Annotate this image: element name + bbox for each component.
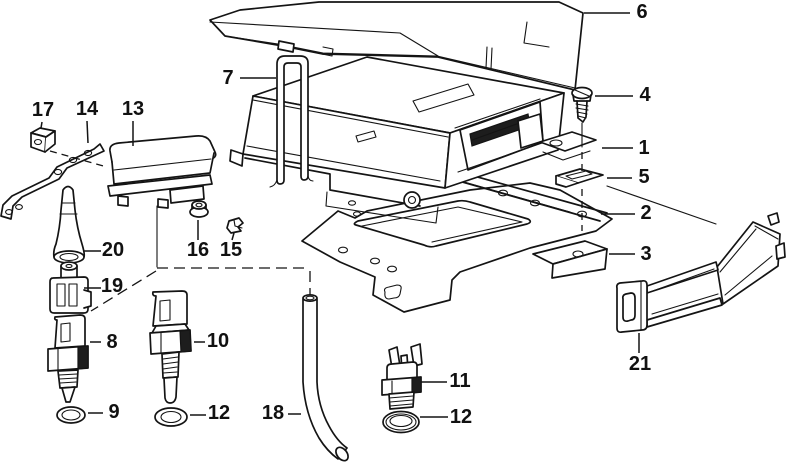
- part-label-1-bracket-holder: 1: [638, 137, 649, 159]
- part-label-9-sealing-washer: 9: [108, 401, 119, 423]
- retaining-clip-5-drawing: [555, 168, 604, 188]
- temperature-sensor-10-drawing: [149, 290, 192, 404]
- part-label-8-temperature-sensor: 8: [106, 331, 117, 353]
- part-label-20-rubber-boot: 20: [102, 239, 124, 261]
- sealing-ring-12-left-drawing: [154, 407, 188, 427]
- assembly-line-5-21: [606, 185, 717, 225]
- connector-plug-19-drawing: [49, 261, 92, 314]
- sealing-ring-12-right-drawing: [382, 410, 420, 434]
- retaining-clamp-7-drawing: [269, 55, 314, 188]
- clip-15-drawing: [226, 217, 244, 234]
- leader-line-17-clip-nut: [40, 121, 43, 129]
- part-label-12-sealing-ring: 12: [450, 406, 472, 428]
- screw-4-drawing: [571, 86, 593, 231]
- part-label-10-temperature-sensor: 10: [207, 330, 229, 352]
- part-label-3-angle-bracket: 3: [640, 243, 651, 265]
- temperature-sensor-8-drawing: [47, 314, 89, 403]
- cover-panel-6-drawing: [209, 1, 584, 91]
- part-label-7-retaining-clamp: 7: [222, 67, 233, 89]
- part-label-6-cover-panel: 6: [636, 1, 647, 23]
- thermo-switch-11-drawing: [381, 343, 423, 410]
- part-label-21-holder-housing: 21: [629, 353, 651, 375]
- rubber-boot-20-drawing: [52, 185, 86, 264]
- part-label-12-sealing-ring: 12: [208, 402, 230, 424]
- part-label-11-thermo-switch: 11: [449, 370, 470, 392]
- clip-nut-17-drawing: [30, 127, 56, 153]
- leader-line-14-bracket-strap: [86, 120, 89, 144]
- part-label-4-screw: 4: [639, 84, 651, 106]
- part-label-17-clip-nut: 17: [32, 99, 54, 121]
- part-label-14-bracket-strap: 14: [76, 98, 99, 120]
- leader-line-15-clip: [231, 232, 235, 241]
- part-label-19-connector-plug: 19: [101, 275, 123, 297]
- relay-13-drawing: [107, 135, 217, 209]
- nut-16-drawing: [189, 200, 209, 218]
- part-label-16-nut: 16: [187, 239, 209, 261]
- sealing-washer-9-drawing: [56, 406, 86, 424]
- bracket-strap-14-drawing: [0, 143, 105, 220]
- bracket-holder-1-drawing: [517, 113, 597, 161]
- angle-bracket-3-drawing: [532, 240, 608, 279]
- part-label-2-base-plate: 2: [640, 202, 651, 224]
- assembly-lines-center: [90, 205, 311, 312]
- holder-housing-21-drawing: [615, 212, 786, 334]
- part-label-15-clip: 15: [220, 239, 242, 261]
- part-label-18-hose: 18: [262, 402, 284, 424]
- part-label-13-relay: 13: [122, 98, 144, 120]
- part-label-5-retaining-clip: 5: [638, 166, 649, 188]
- hose-18-drawing: [302, 293, 349, 462]
- assembly-line-17-13: [49, 150, 108, 168]
